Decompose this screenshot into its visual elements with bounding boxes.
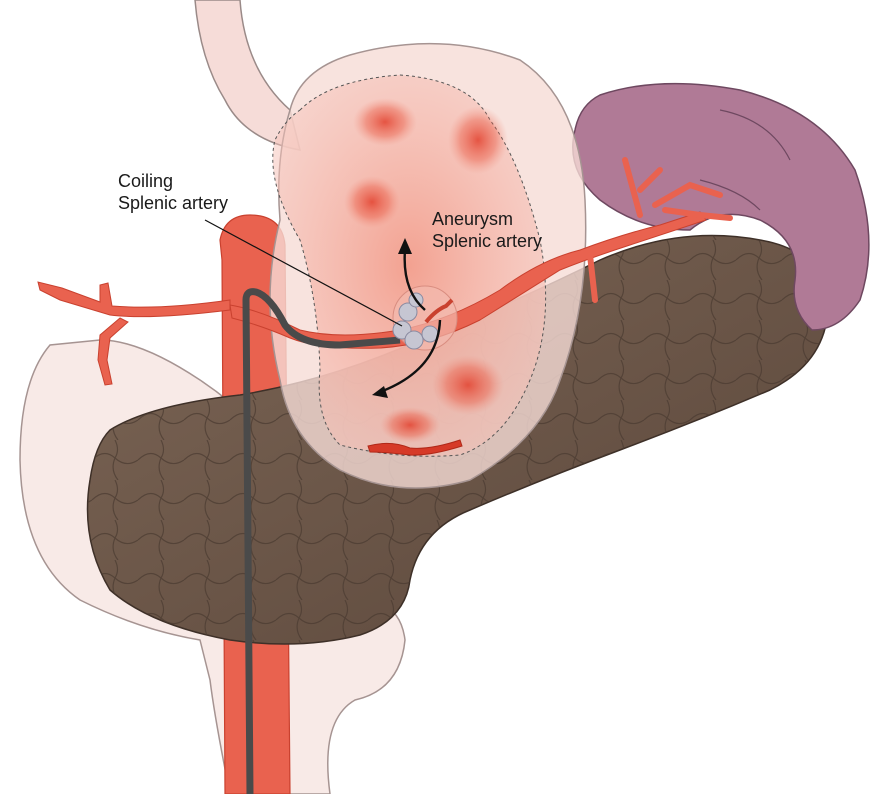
coiling-label: Coiling Splenic artery (118, 170, 228, 214)
coiling-label-line1: Coiling (118, 170, 228, 192)
aneurysm-label-line1: Aneurysm (432, 208, 542, 230)
aneurysm (393, 286, 457, 350)
aneurysm-label-line2: Splenic artery (432, 230, 542, 252)
coiling-label-line2: Splenic artery (118, 192, 228, 214)
aneurysm-label: Aneurysm Splenic artery (432, 208, 542, 252)
